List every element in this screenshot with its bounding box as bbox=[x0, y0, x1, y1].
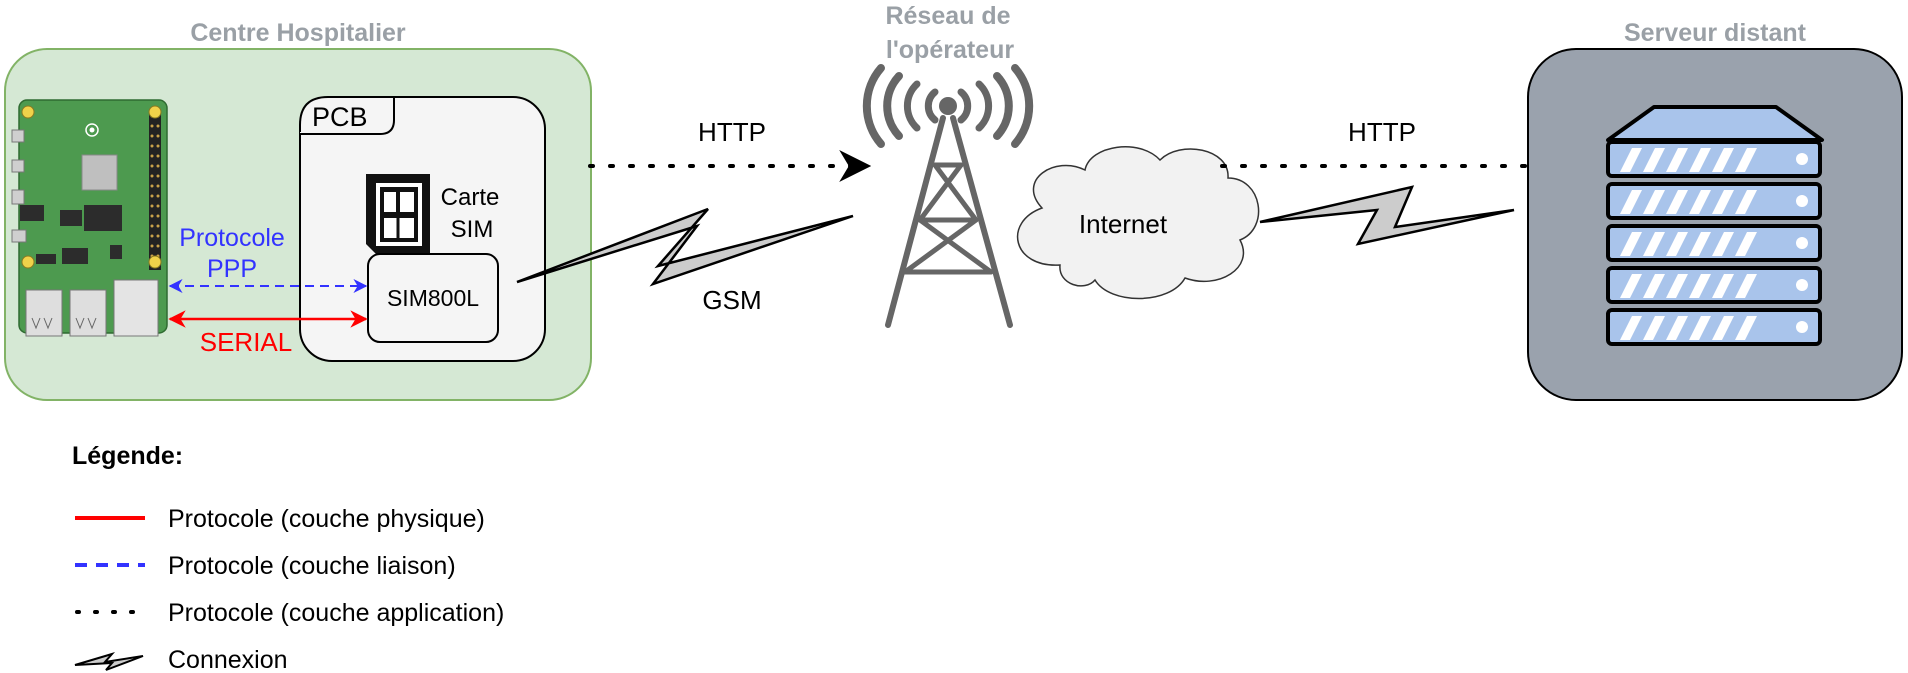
cloud-icon bbox=[1016, 146, 1260, 300]
legend-swatch-connection bbox=[74, 652, 144, 671]
legend-label-connection: Connexion bbox=[168, 646, 288, 673]
http-label-right: HTTP bbox=[1348, 117, 1416, 147]
legend-title: Légende: bbox=[72, 442, 183, 470]
raspberry-pi-board-icon bbox=[11, 99, 168, 337]
legend-label-application: Protocole (couche application) bbox=[168, 599, 504, 627]
sim800l-label: SIM800L bbox=[387, 285, 479, 311]
legend-label-link: Protocole (couche liaison) bbox=[168, 552, 456, 580]
operator-title-line2: l'opérateur bbox=[886, 36, 1014, 64]
sim800l-module bbox=[367, 253, 499, 343]
server-rack-icon bbox=[1606, 105, 1824, 346]
http-label-left: HTTP bbox=[698, 117, 766, 147]
operator-title-line1: Réseau de bbox=[885, 2, 1010, 30]
sim-card-label-line2: SIM bbox=[451, 216, 494, 243]
gsm-label: GSM bbox=[702, 285, 761, 315]
legend-label-physical: Protocole (couche physique) bbox=[168, 505, 485, 533]
ppp-label-line1: Protocole bbox=[179, 224, 285, 252]
server-zone-title: Serveur distant bbox=[1624, 19, 1807, 47]
pcb-tab bbox=[299, 96, 395, 135]
serial-label: SERIAL bbox=[200, 327, 293, 357]
gsm-lightning-link bbox=[516, 207, 854, 287]
ppp-label-line2: PPP bbox=[207, 255, 257, 283]
hospital-zone-title: Centre Hospitalier bbox=[190, 19, 406, 47]
internet-lightning-link bbox=[1259, 185, 1515, 246]
pcb-label: PCB bbox=[312, 102, 368, 132]
cell-tower-icon bbox=[862, 64, 1034, 328]
internet-label: Internet bbox=[1079, 209, 1168, 239]
sim-card-label-line1: Carte bbox=[441, 184, 500, 211]
sim-card-icon bbox=[366, 174, 430, 255]
